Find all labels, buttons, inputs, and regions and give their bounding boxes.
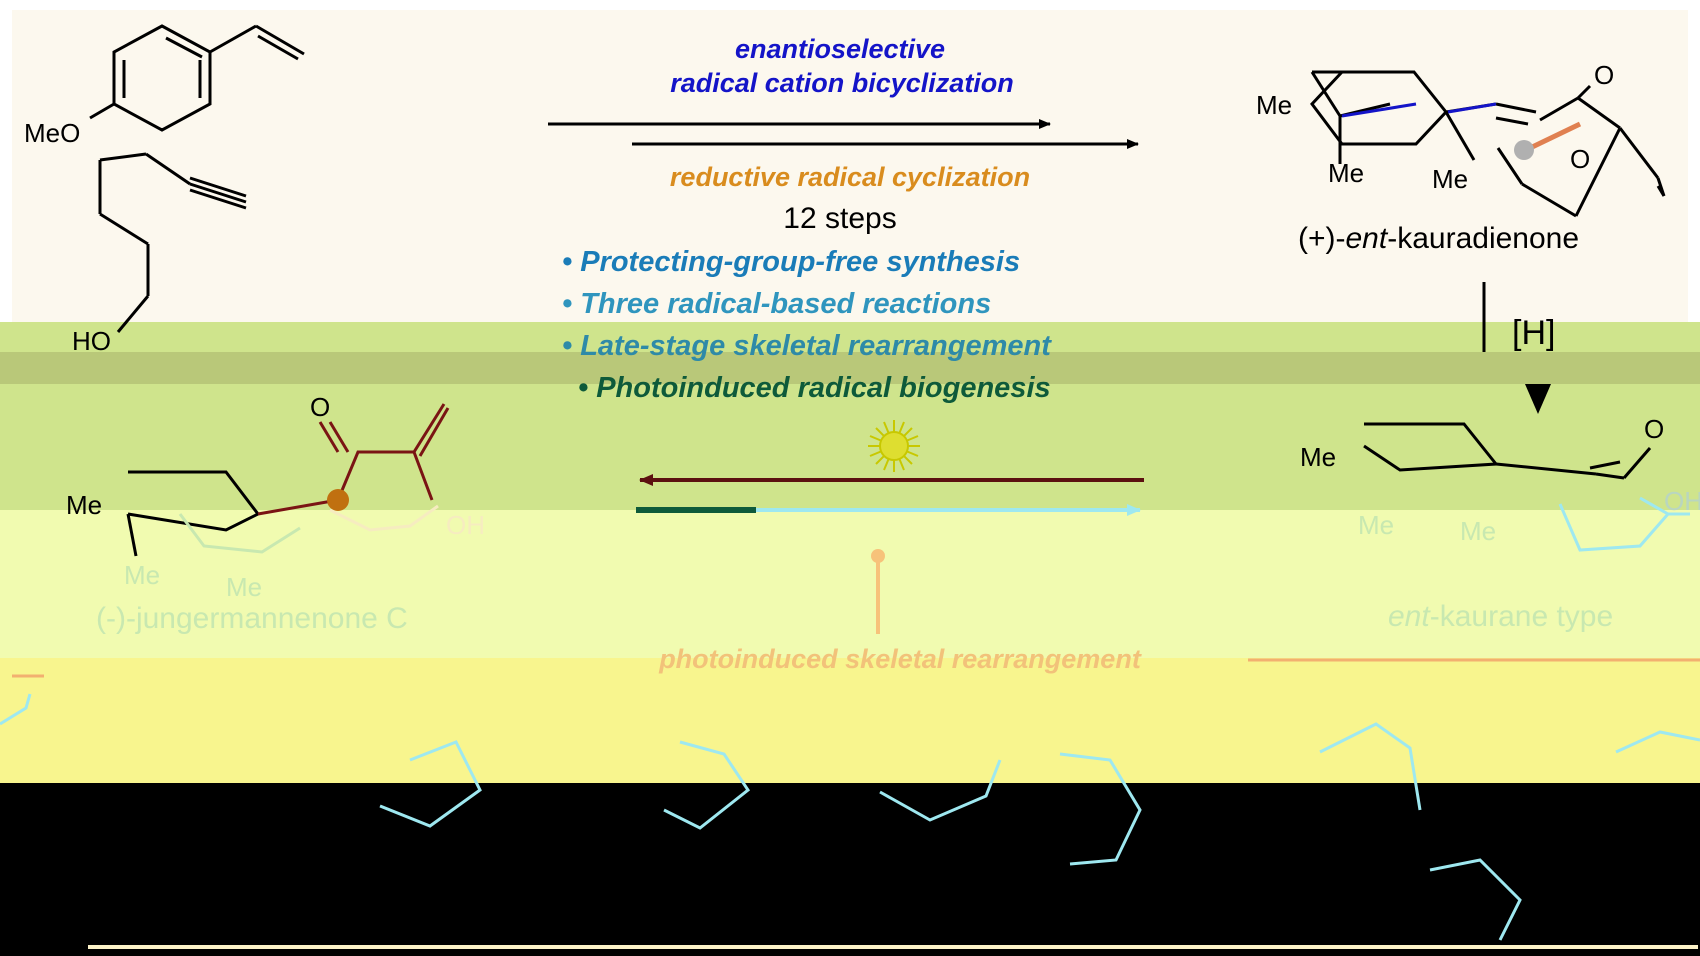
radical-center-left	[327, 489, 349, 511]
process-label: photoinduced skeletal rearrangement	[659, 644, 1141, 674]
highlight-protecting-group-free: • Protecting-group-free synthesis	[562, 246, 1021, 278]
yellow-band	[0, 658, 1700, 783]
jungermannenone-structure	[126, 470, 261, 557]
synthesis-panel	[12, 10, 1688, 322]
lower-band	[0, 510, 1700, 658]
radical-center-top	[1514, 140, 1534, 160]
jungermannenone-methyl-1: Me	[66, 490, 103, 520]
method-enantioselective: enantioselective	[734, 34, 946, 64]
jungermannenone-methyl-3: Me	[226, 572, 263, 602]
jungermannenone-maroon-ring	[257, 403, 450, 516]
bottom-ghost-structures	[0, 693, 1700, 941]
kauradienone-oxygen-1: O	[1594, 60, 1615, 90]
ghost-arrow-dark-segment	[636, 507, 756, 513]
kauradienone-methyl-1: Me	[1256, 90, 1293, 120]
highlight-skeletal-rearrangement: • Late-stage skeletal rearrangement	[562, 330, 1051, 362]
kauradienone-oxygen-2: O	[1570, 144, 1591, 174]
method-reductive-cyclization: reductive radical cyclization	[669, 162, 1031, 192]
jungermannenone-name: (-)-jungermannenone C	[96, 602, 408, 635]
jungermannenone-ghost-lines	[329, 504, 439, 532]
ent-kaurane-hydroxyl: OH	[1664, 486, 1700, 516]
kauradienone-orange-bond	[1524, 121, 1582, 153]
kauradienone-methyl-3: Me	[1432, 164, 1469, 194]
ent-kaurane-name: ent-kaurane type	[1388, 600, 1614, 633]
jungermannenone-faint-lines	[178, 513, 301, 554]
jungermannenone-hydroxyl: OH	[446, 510, 485, 540]
jungermannenone-methyl-2: Me	[124, 560, 161, 590]
methoxystyrene-structure	[89, 24, 305, 132]
ent-kaurane-methyl-3: Me	[1460, 516, 1497, 546]
methoxy-label: MeO	[24, 118, 81, 148]
light-source-icon	[868, 420, 920, 472]
highlight-photoinduced: • Photoinduced radical biogenesis	[578, 372, 1051, 404]
step-count: 12 steps	[783, 202, 897, 235]
ent-kaurane-oxygen: O	[1644, 414, 1665, 444]
kauradienone-blue-bond-2	[1447, 102, 1497, 114]
jungermannenone-oxygen: O	[310, 392, 331, 422]
reduction-arrow-head	[1525, 384, 1551, 414]
ent-kaurane-methyl-2: Me	[1358, 510, 1395, 540]
ent-kaurane-structure	[1363, 422, 1652, 480]
method-radical-cation: radical cation bicyclization	[670, 68, 1014, 98]
hydroxyl-label: HO	[72, 326, 111, 356]
kauradienone-methyl-2: Me	[1328, 158, 1365, 188]
middle-band-stripe	[0, 352, 1700, 384]
ent-kaurane-methyl-1: Me	[1300, 442, 1337, 472]
ent-kaurane-ghost-structure	[1558, 496, 1690, 552]
kauradienone-name: (+)-ent-kauradienone	[1298, 222, 1580, 255]
kauradienone-blue-bond	[1341, 102, 1417, 118]
highlight-radical-reactions: • Three radical-based reactions	[562, 288, 992, 320]
reduction-reagent: [H]	[1512, 314, 1556, 352]
bottom-rule	[88, 945, 1698, 949]
rearrangement-connector-dot	[871, 549, 885, 563]
hydroxy-alkyne-structure	[98, 152, 247, 333]
kauradienone-structure	[1310, 70, 1666, 218]
bottom-band	[0, 783, 1700, 956]
